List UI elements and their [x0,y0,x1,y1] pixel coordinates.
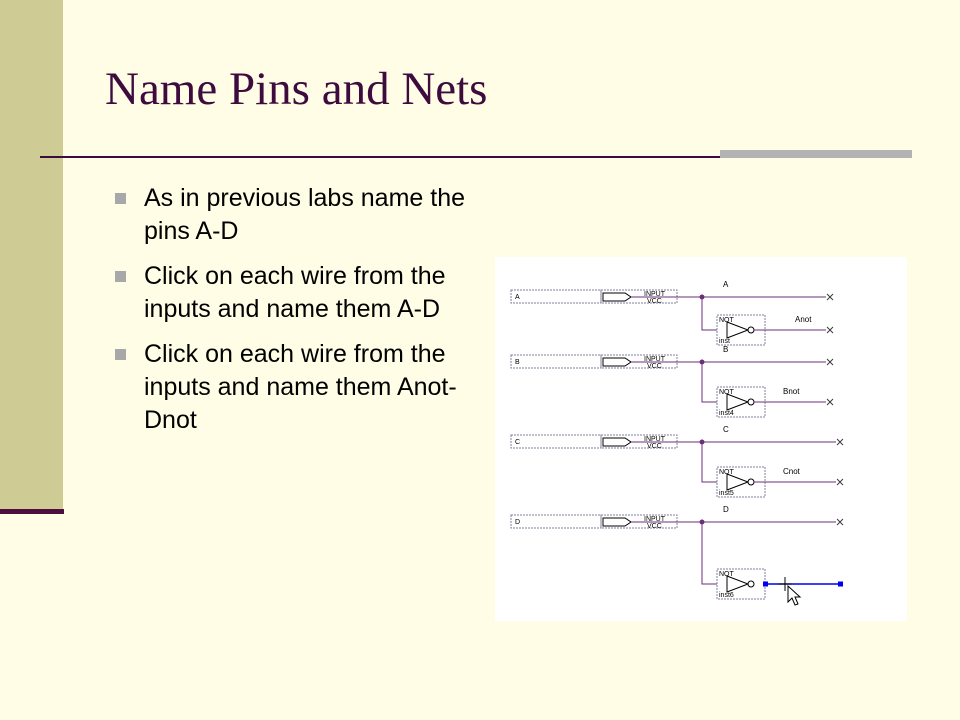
left-band-underline [0,509,64,514]
pin-name-label: C [515,439,520,446]
wire-end-marker [836,478,844,486]
gate-type-label: NOT [719,389,735,396]
wire-end-marker [836,438,844,446]
branch-wire [701,522,717,585]
not-gate-triangle-icon [726,321,750,339]
net-name-label: A [723,280,729,289]
input-pin-arrow-icon [602,517,632,527]
input-pin-arrow-icon [602,292,632,302]
pin-name-box [510,354,602,369]
branch-wire [701,297,717,331]
wire-end-marker [826,293,834,301]
square-bullet-icon [115,349,126,360]
input-pin-type-label: INPUT [644,436,666,443]
branch-wire [701,442,717,483]
left-decorative-band [0,0,63,513]
bullet-item: As in previous labs name the pins A-D [115,182,475,248]
gate-type-label: NOT [719,469,735,476]
not-gate-triangle-icon [726,575,750,593]
bullet-item: Click on each wire from the inputs and n… [115,338,475,437]
input-pin-type-label: INPUT [644,356,666,363]
input-pin-vcc-label: VCC [647,443,662,450]
input-pin-vcc-label: VCC [647,523,662,530]
pin-name-label: B [515,359,520,366]
not-gate-bubble-icon [747,326,755,334]
instance-name-label: inst5 [719,490,734,497]
gate-type-label: NOT [719,571,735,578]
wire-end-marker [826,398,834,406]
pin-name-box [510,434,602,449]
instance-name-label: inst4 [719,410,734,417]
net-name-label: B [723,345,728,354]
selection-handle [838,581,843,587]
selection-handle [763,581,768,587]
branch-wire [701,362,717,403]
slide-title: Name Pins and Nets [105,63,488,115]
title-divider-accent [720,150,912,158]
bullet-text: As in previous labs name the pins A-D [144,184,466,245]
bullet-list: As in previous labs name the pins A-D Cl… [115,182,475,449]
output-net-label: Anot [795,315,812,324]
pin-name-label: A [515,294,520,301]
bullet-text: Click on each wire from the inputs and n… [144,340,457,434]
bullet-item: Click on each wire from the inputs and n… [115,260,475,326]
wire-end-marker [826,326,834,334]
input-pin-arrow-icon [602,437,632,447]
input-pin-type-label: INPUT [644,291,666,298]
not-gate-bubble-icon [747,398,755,406]
bullet-text: Click on each wire from the inputs and n… [144,262,446,323]
gate-type-label: NOT [719,317,735,324]
title-divider [40,156,912,158]
input-pin-arrow-icon [602,357,632,367]
input-pin-vcc-label: VCC [647,363,662,370]
arrow-cursor-icon [787,584,802,606]
output-net-label: Bnot [783,387,800,396]
instance-name-label: inst6 [719,592,734,599]
pin-name-label: D [515,519,520,526]
input-pin-vcc-label: VCC [647,298,662,305]
wire-end-marker [836,518,844,526]
wire-end-marker [826,358,834,366]
pin-name-box [510,514,602,529]
not-gate-triangle-icon [726,393,750,411]
move-cursor-icon [778,577,792,591]
not-gate-triangle-icon [726,473,750,491]
not-gate-bubble-icon [747,580,755,588]
input-pin-type-label: INPUT [644,516,666,523]
not-gate-bubble-icon [747,478,755,486]
instance-name-label: inst [719,338,730,345]
square-bullet-icon [115,193,126,204]
square-bullet-icon [115,271,126,282]
net-name-label: C [723,425,729,434]
output-net-label: Cnot [783,467,801,476]
net-name-label: D [723,505,729,514]
pin-name-box [510,289,602,304]
